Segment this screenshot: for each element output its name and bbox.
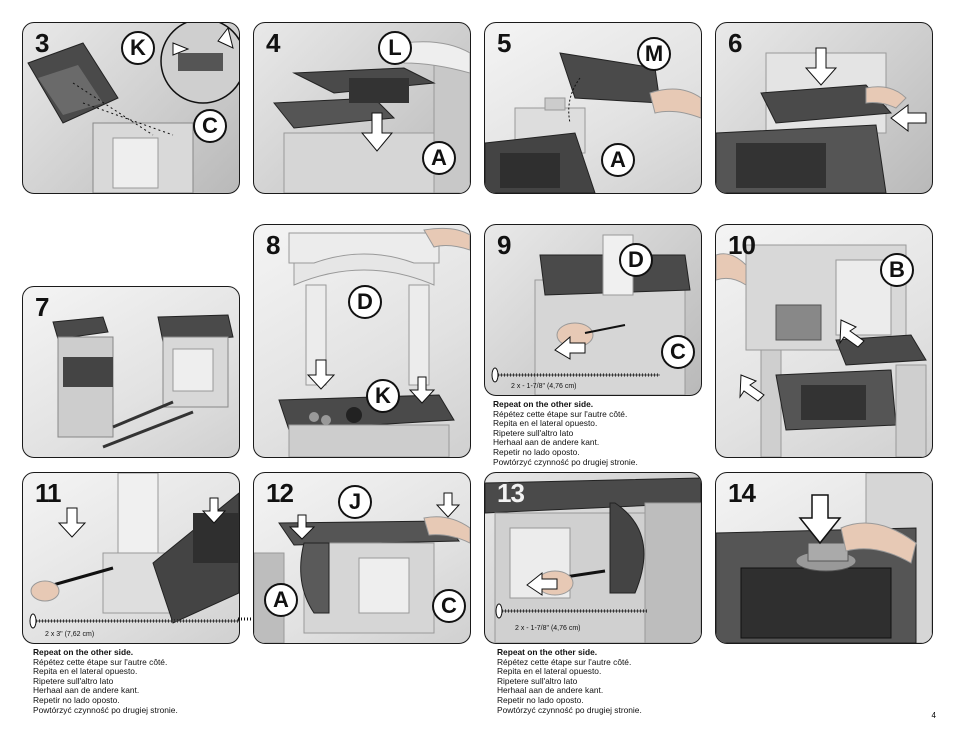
note-italian: Ripetere sull'altro lato <box>493 427 574 438</box>
step-14-illustration <box>716 473 932 643</box>
step-14-panel: 14 <box>715 472 933 644</box>
note-dutch: Herhaal aan de andere kant. <box>33 685 140 696</box>
note-polish: Powtórzyć czynność po drugiej stronie. <box>497 704 642 715</box>
note-dutch: Herhaal aan de andere kant. <box>497 685 604 696</box>
part-label-m: M <box>637 37 671 71</box>
part-label-a: A <box>601 143 635 177</box>
step-13-panel: 13 2 x - 1-7/8" (4,76 cm) <box>484 472 702 644</box>
note-spanish: Repita en el lateral opuesto. <box>497 666 602 677</box>
part-label-d: D <box>619 243 653 277</box>
part-label-k: K <box>121 31 155 65</box>
step-7-panel: 7 <box>22 286 240 458</box>
step-number: 4 <box>266 28 281 58</box>
step-number: 5 <box>497 28 512 58</box>
step-5-illustration <box>485 52 701 193</box>
part-label-l: L <box>378 31 412 65</box>
step-number: 9 <box>497 230 512 260</box>
screw-size-label: 2 x - 1-7/8" (4,76 cm) <box>511 383 577 390</box>
step-number: 3 <box>35 28 50 58</box>
step-7-illustration <box>52 314 234 449</box>
step-12-illustration <box>254 492 470 643</box>
note-spanish: Repita en el lateral opuesto. <box>493 418 598 429</box>
note-polish: Powtórzyć czynność po drugiej stronie. <box>33 704 178 715</box>
note-french: Répétez cette étape sur l'autre côté. <box>33 656 168 667</box>
step-12-panel: 12 J A C <box>253 472 471 644</box>
part-label-c: C <box>661 335 695 369</box>
note-english: Repeat on the other side. <box>33 647 134 657</box>
step-10-illustration <box>716 244 927 457</box>
note-portuguese: Repetir no lado oposto. <box>33 694 120 705</box>
part-label-c: C <box>432 589 466 623</box>
step-10-panel: 10 B <box>715 224 933 458</box>
part-label-c: C <box>193 109 227 143</box>
step-number: 7 <box>35 292 50 322</box>
step-6-illustration <box>716 47 927 193</box>
note-portuguese: Repetir no lado oposto. <box>493 446 580 457</box>
part-label-k: K <box>366 379 400 413</box>
repeat-note-step-13: Repeat on the other side. Répétez cette … <box>497 647 642 715</box>
page-number: 4 <box>931 711 936 720</box>
repeat-note-step-11: Repeat on the other side. Répétez cette … <box>33 647 178 715</box>
note-portuguese: Repetir no lado oposto. <box>497 694 584 705</box>
repeat-note-step-9: Repeat on the other side. Répétez cette … <box>493 399 638 467</box>
step-6-panel: 6 <box>715 22 933 194</box>
step-11-illustration <box>29 473 239 629</box>
step-8-illustration <box>278 227 470 457</box>
step-4-panel: 4 L A <box>253 22 471 194</box>
note-english: Repeat on the other side. <box>493 399 594 409</box>
note-italian: Ripetere sull'altro lato <box>497 675 578 686</box>
part-label-b: B <box>880 253 914 287</box>
step-number: 11 <box>35 478 61 508</box>
note-english: Repeat on the other side. <box>497 647 598 657</box>
note-french: Répétez cette étape sur l'autre côté. <box>493 408 628 419</box>
step-3-panel: 3 K C <box>22 22 240 194</box>
step-9-illustration <box>491 234 691 395</box>
step-9-panel: 9 D C 2 x - 1-7/8" (4,76 cm) <box>484 224 702 396</box>
step-13-illustration <box>485 477 701 643</box>
note-polish: Powtórzyć czynność po drugiej stronie. <box>493 456 638 467</box>
step-number: 10 <box>728 230 756 260</box>
note-spanish: Repita en el lateral opuesto. <box>33 666 138 677</box>
note-french: Répétez cette étape sur l'autre côté. <box>497 656 632 667</box>
step-number: 8 <box>266 230 281 260</box>
step-number: 12 <box>266 478 294 508</box>
note-italian: Ripetere sull'altro lato <box>33 675 114 686</box>
step-number: 13 <box>497 478 525 508</box>
step-8-panel: 8 D K <box>253 224 471 458</box>
part-label-d: D <box>348 285 382 319</box>
step-5-panel: 5 M A <box>484 22 702 194</box>
step-number: 14 <box>728 478 756 508</box>
part-label-a: A <box>264 583 298 617</box>
step-3-illustration <box>27 23 239 193</box>
screw-size-label: 2 x - 1-7/8" (4,76 cm) <box>515 625 581 632</box>
step-11-panel: 11 2 x 3" (7,62 cm) <box>22 472 240 644</box>
screw-size-label: 2 x 3" (7,62 cm) <box>45 631 95 638</box>
note-dutch: Herhaal aan de andere kant. <box>493 437 600 448</box>
step-number: 6 <box>728 28 743 58</box>
part-label-a: A <box>422 141 456 175</box>
part-label-j: J <box>338 485 372 519</box>
